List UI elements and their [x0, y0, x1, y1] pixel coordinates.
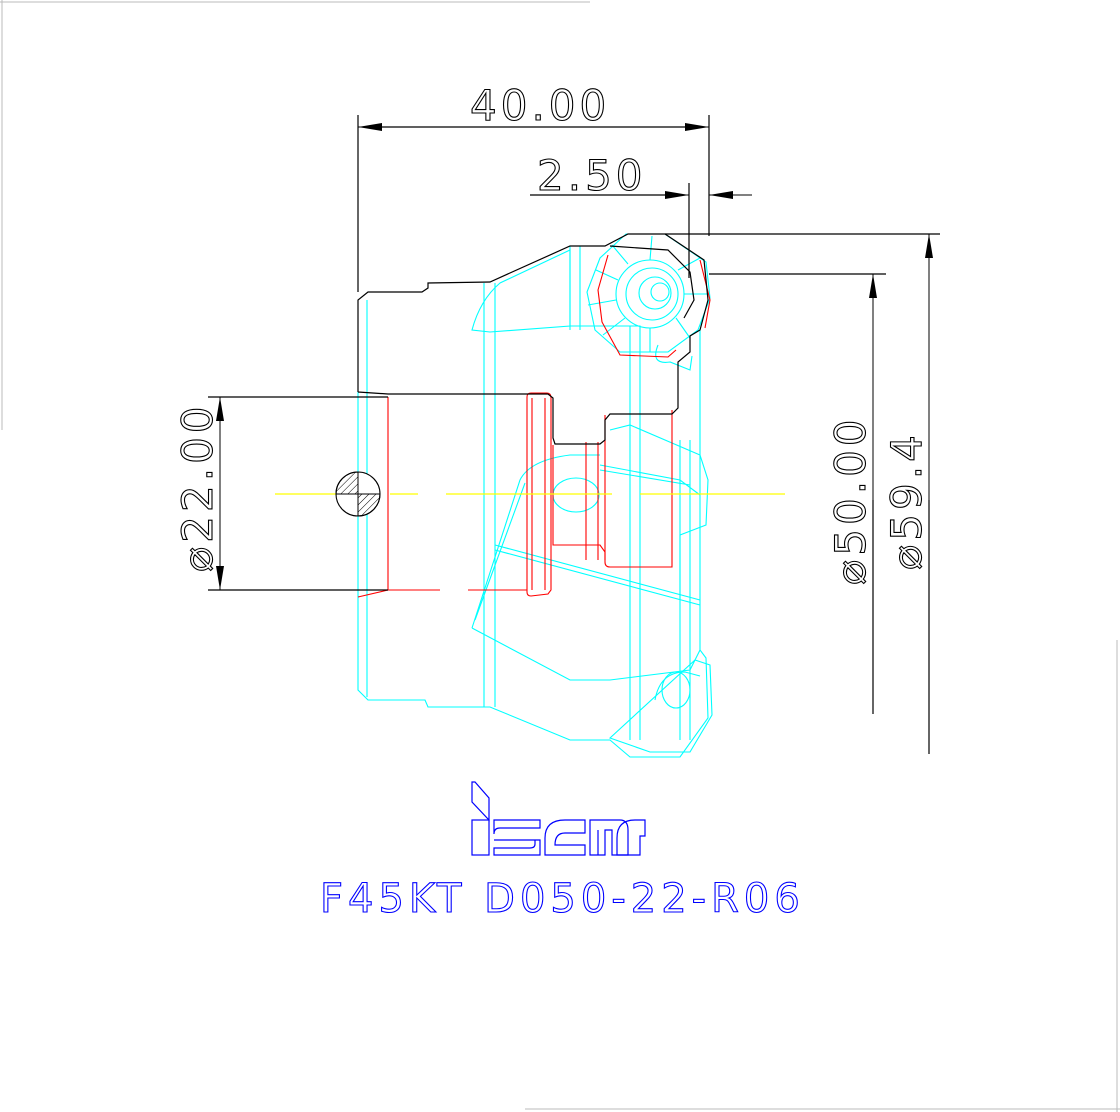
dimension-overall-length: 40.00 [357, 80, 710, 292]
dimension-label-offset: 2.50 [537, 151, 647, 200]
iscar-logo: iscar [471, 781, 646, 856]
dimension-label-length: 40.00 [470, 81, 610, 130]
hidden-lines [357, 254, 711, 598]
center-symbol [335, 471, 381, 517]
dimension-max-diameter: ⌀59.4 [665, 233, 940, 754]
dimension-cutting-diameter: ⌀50.00 [709, 273, 886, 714]
part-number: F45KT D050-22-R06 [320, 876, 805, 922]
visible-outline [357, 233, 709, 445]
dimension-label-max: ⌀59.4 [882, 431, 931, 570]
dimension-label-cutting: ⌀50.00 [826, 415, 875, 585]
dimension-label-bore: ⌀22.00 [173, 402, 222, 572]
cutter-body [357, 233, 713, 758]
dimension-bore-diameter: ⌀22.00 [172, 396, 388, 591]
dimension-insert-offset: 2.50 [530, 150, 752, 278]
